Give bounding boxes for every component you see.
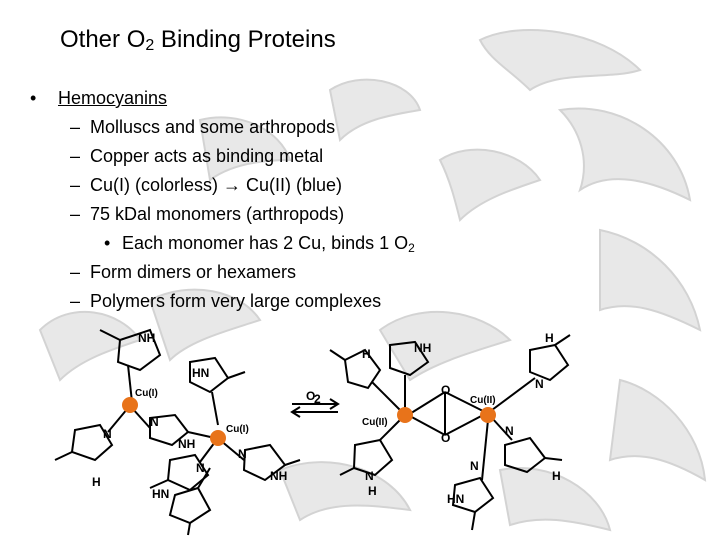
list-item: – Form dimers or hexamers: [30, 258, 415, 287]
title-subscript: 2: [145, 37, 155, 54]
h-label: H: [92, 475, 101, 489]
bullet-list: • Hemocyanins – Molluscs and some arthro…: [30, 84, 415, 316]
nh-label: NH: [270, 469, 287, 483]
list-item-text-tail: Cu(II) (blue): [241, 175, 343, 195]
nh-label: NH: [178, 437, 195, 451]
dash-marker: –: [70, 291, 81, 311]
hn-label: HN: [152, 487, 169, 501]
h-label: H: [552, 469, 561, 483]
slide-title: Other O2 Binding Proteins: [60, 26, 336, 54]
hn-label: HN: [192, 366, 209, 380]
cu-i-label: Cu(I): [135, 388, 158, 399]
copper-atom: [397, 407, 413, 423]
cu-i-label: Cu(I): [226, 424, 249, 435]
dash-marker: –: [70, 262, 81, 282]
copper-atom: [122, 397, 138, 413]
hn-label: HN: [447, 492, 464, 506]
hemocyanin-copper-site-diagram: NH HN Cu(I) Cu(I) N H N NH N N NH HN O 2…: [54, 328, 571, 536]
n-label: N: [150, 415, 159, 429]
copper-atom: [480, 407, 496, 423]
copper-atom: [210, 430, 226, 446]
list-item: – Polymers form very large complexes: [30, 287, 415, 316]
n-label: N: [470, 459, 479, 473]
subscript-2: 2: [408, 241, 415, 255]
list-item: – Molluscs and some arthropods: [30, 113, 415, 142]
list-item-text: Polymers form very large complexes: [90, 291, 382, 311]
dash-marker: –: [70, 175, 81, 195]
list-item: – Cu(I) (colorless) → Cu(II) (blue): [30, 171, 415, 200]
h-label: H: [545, 331, 554, 345]
bullet-hemocyanins: • Hemocyanins: [30, 84, 415, 113]
bullet-heading: Hemocyanins: [58, 88, 168, 108]
dash-marker: –: [70, 146, 81, 166]
n-label: N: [535, 377, 544, 391]
list-item-text: 75 kDal monomers (arthropods): [90, 204, 345, 224]
bullet-marker: •: [30, 88, 37, 108]
n-label: N: [196, 461, 205, 475]
n-label: N: [103, 427, 112, 441]
n-label: N: [238, 447, 247, 461]
nh-label: NH: [138, 331, 155, 345]
o2-subscript: 2: [314, 392, 321, 406]
nh-label: NH: [414, 341, 431, 355]
dash-marker: –: [70, 117, 81, 137]
list-item: – 75 kDal monomers (arthropods): [30, 200, 415, 229]
list-item-text: Form dimers or hexamers: [90, 262, 297, 282]
list-item-text: Molluscs and some arthropods: [90, 117, 336, 137]
bullet-marker: •: [104, 233, 111, 253]
o2-label: O: [306, 389, 315, 403]
title-rest: Binding Proteins: [154, 26, 336, 53]
n-label: N: [505, 424, 514, 438]
list-item-text: Cu(I) (colorless): [90, 175, 224, 195]
o-label: O: [441, 431, 450, 445]
title-main: Other O: [60, 26, 146, 53]
h-label: H: [362, 347, 371, 361]
dash-marker: –: [70, 204, 81, 224]
list-item: – Copper acts as binding metal: [30, 142, 415, 171]
sub-list-item: • Each monomer has 2 Cu, binds 1 O2: [30, 229, 415, 258]
n-label: N: [365, 469, 374, 483]
o-label: O: [441, 383, 450, 397]
list-item-text: Copper acts as binding metal: [90, 146, 324, 166]
cu-ii-label: Cu(II): [470, 395, 496, 406]
sub-list-item-text: Each monomer has 2 Cu, binds 1 O: [122, 233, 409, 253]
cu-ii-label: Cu(II): [362, 417, 388, 428]
arrow-right-icon: →: [223, 175, 242, 195]
h-label: H: [368, 484, 377, 498]
